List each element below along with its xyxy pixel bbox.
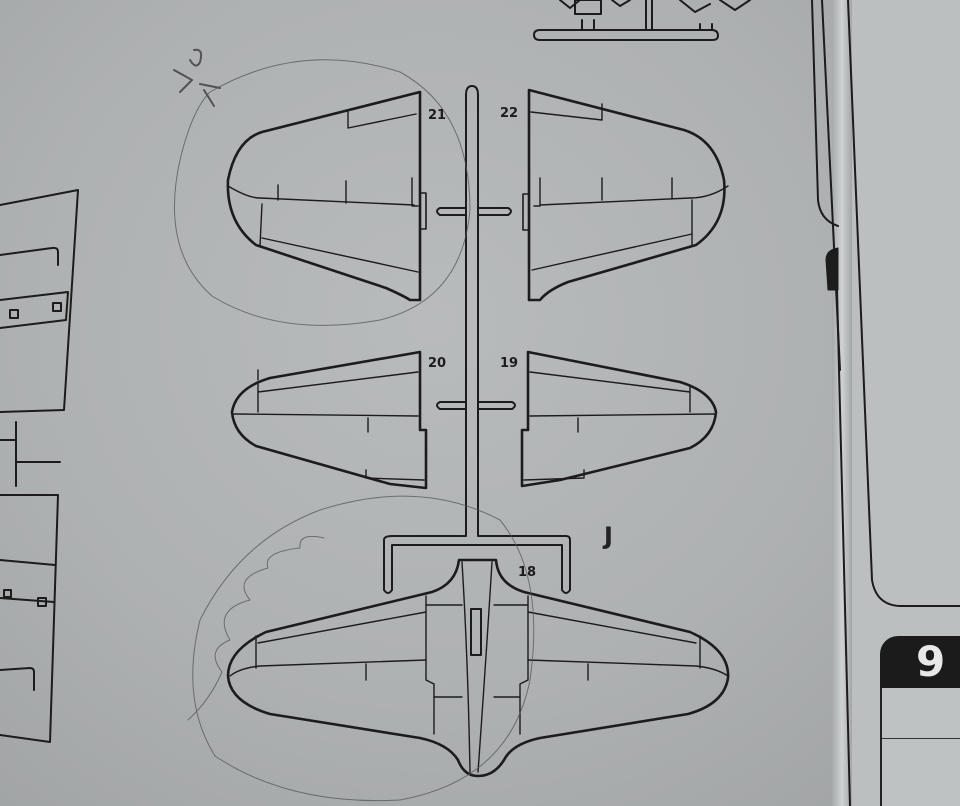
sprue-letter: J	[604, 522, 613, 550]
step-number-badge: 9	[880, 636, 960, 688]
step-number: 9	[916, 637, 946, 686]
part-22-stabilizer-right	[522, 88, 729, 302]
step-panel	[880, 688, 960, 806]
right-page-frame	[811, 0, 960, 806]
part-21-stabilizer-left	[226, 90, 427, 302]
left-page-fragments	[0, 189, 79, 743]
part-label-20: 20	[428, 356, 447, 371]
part-label-21: 21	[428, 108, 447, 123]
sprue-runner	[383, 85, 571, 594]
part-label-18: 18	[518, 565, 537, 580]
part-18-wing-center	[226, 558, 730, 778]
step-panel-divider	[882, 738, 960, 739]
part-20-wing-left	[230, 350, 428, 490]
part-19-wing-right	[520, 350, 718, 488]
page-fold	[832, 0, 852, 806]
tab-marker	[825, 247, 839, 291]
top-sprue-fragment	[533, 0, 751, 41]
part-label-22: 22	[500, 106, 519, 121]
part-label-19: 19	[500, 356, 519, 371]
pencil-annotations	[173, 48, 535, 802]
